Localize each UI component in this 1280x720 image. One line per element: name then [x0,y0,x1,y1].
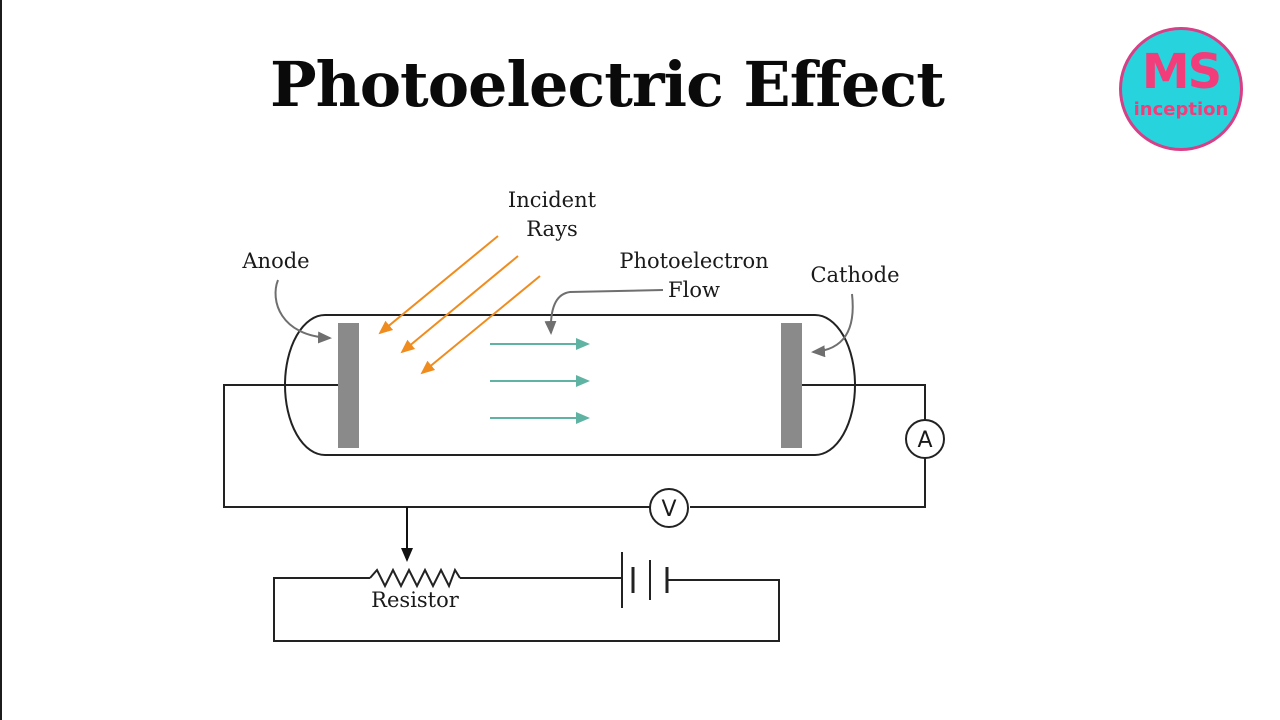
incident-ray [400,255,519,354]
lower-circuit-loop [273,577,780,642]
logo-badge: MS inception [1119,27,1243,151]
logo-text: inception [1133,99,1229,120]
photoelectron-flow-label-line2: Flow [668,278,720,302]
photoelectron-flow-label-line1: Photoelectron [619,249,768,273]
resistor-zigzag [369,567,461,589]
cathode-plate [781,323,802,448]
battery [621,552,669,608]
wire-cathode-right [802,384,926,420]
ammeter [905,419,945,459]
cathode-leader-arrow [811,293,854,358]
wire-right-lower [690,458,926,508]
vacuum-tube [284,314,856,456]
photoelectron-leader-arrow [544,289,664,335]
anode-plate [338,323,359,448]
cathode-label: Cathode [810,263,899,287]
voltmeter-label: V [661,497,676,522]
incident-rays-label-line1: Incident [508,188,597,212]
logo-mark: MS [1141,44,1222,100]
incident-ray [378,235,499,335]
incident-rays-label-line2: Rays [526,217,577,241]
incident-ray [420,275,541,375]
left-border-line [0,0,2,720]
voltmeter [649,488,689,528]
wire-anode-left [223,384,650,508]
page-title: Photoelectric Effect [270,48,945,121]
ammeter-label: A [917,428,932,453]
resistor-label: Resistor [371,588,460,612]
anode-leader-arrow [274,279,332,344]
anode-label: Anode [241,249,309,273]
